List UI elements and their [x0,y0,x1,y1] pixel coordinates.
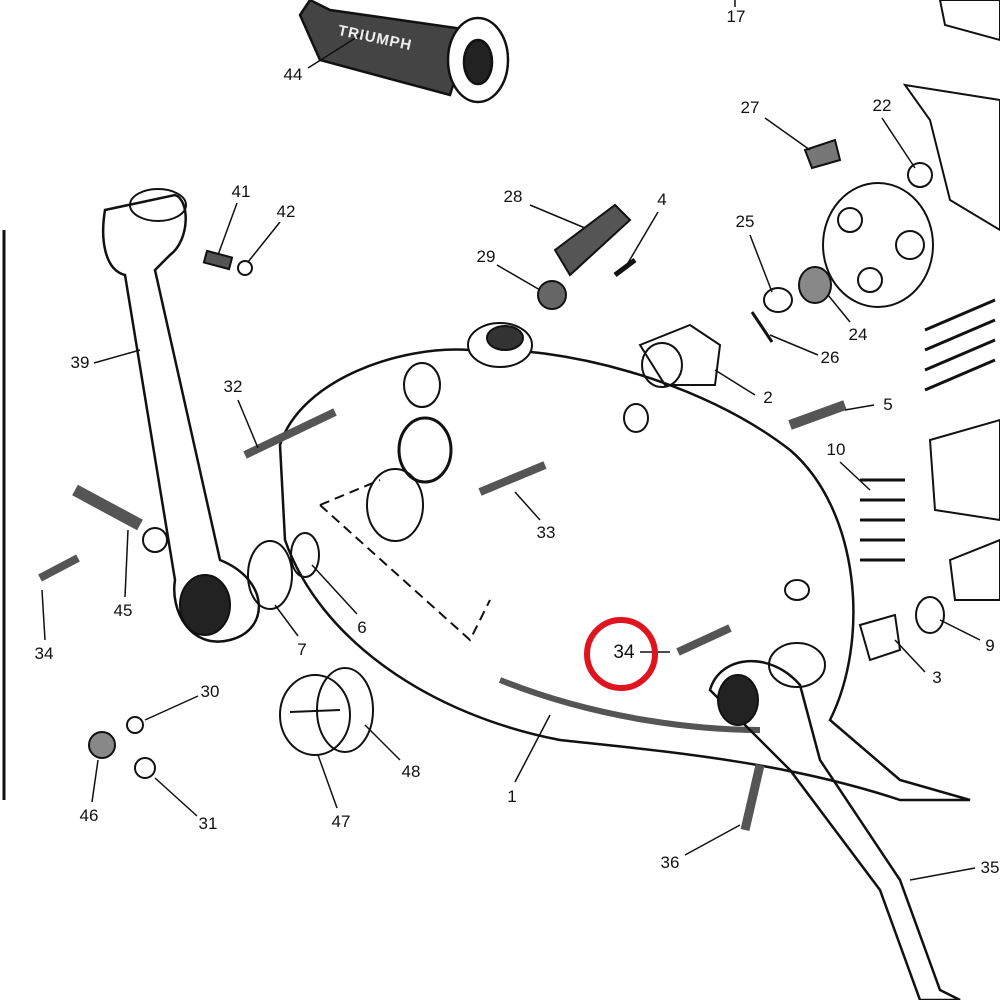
small-parts [38,0,1000,832]
part-label-41: 41 [230,182,252,202]
part-label-17: 17 [725,7,747,27]
part-label-47: 47 [330,812,352,832]
part-label-31: 31 [197,814,219,834]
part-label-29: 29 [475,247,497,267]
part-label-6: 6 [356,618,368,638]
part-label-9: 9 [984,636,996,656]
part-label-22: 22 [871,96,893,116]
highlight-circle [584,617,658,691]
part-label-44: 44 [282,65,304,85]
part-label-27: 27 [739,98,761,118]
part-label-45: 45 [112,601,134,621]
part-label-34-highlighted: 34 [613,642,635,663]
part-label-24: 24 [847,325,869,345]
part-label-10: 10 [825,440,847,460]
part-label-46: 46 [78,806,100,826]
part-label-34: 34 [33,644,55,664]
part-label-35: 35 [979,858,1000,878]
part-label-1: 1 [506,787,518,807]
gearbox-cover [278,322,971,802]
part-label-7: 7 [296,640,308,660]
handlebar-grip [298,0,510,104]
part-label-39: 39 [69,353,91,373]
part-label-33: 33 [535,523,557,543]
part-label-30: 30 [199,682,221,702]
part-label-48: 48 [400,762,422,782]
part-label-25: 25 [734,212,756,232]
part-label-5: 5 [882,395,894,415]
part-label-2: 2 [762,388,774,408]
part-label-28: 28 [502,187,524,207]
leader-lines [41,0,981,881]
gear-lever [708,660,961,1000]
part-label-4: 4 [656,190,668,210]
part-label-32: 32 [222,377,244,397]
kickstart-lever [101,188,261,643]
part-label-42: 42 [275,202,297,222]
part-label-36: 36 [659,853,681,873]
part-label-26: 26 [819,348,841,368]
part-label-3: 3 [931,668,943,688]
